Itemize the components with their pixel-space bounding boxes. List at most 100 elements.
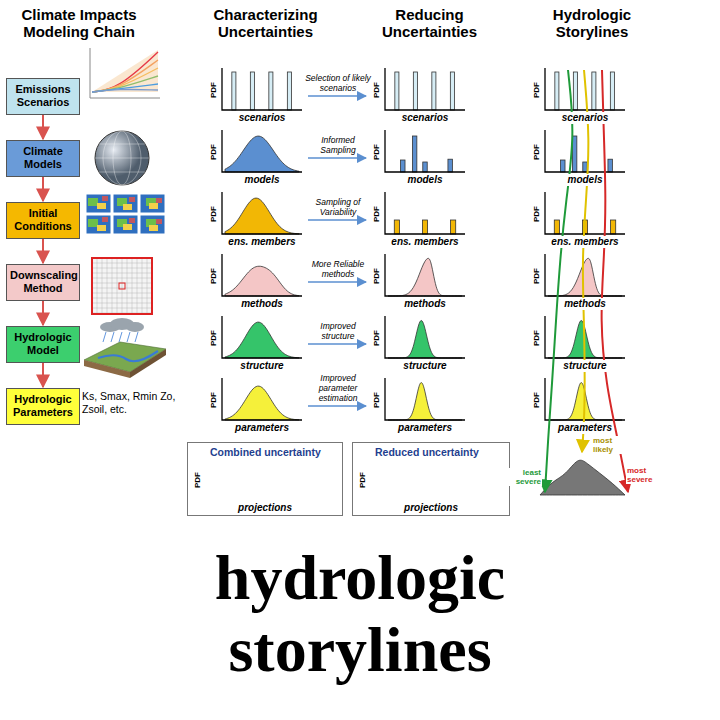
land-side — [84, 360, 130, 378]
grid-line — [92, 263, 152, 264]
map-patch — [156, 198, 162, 203]
grid-line — [142, 258, 143, 314]
rain — [127, 332, 130, 342]
map-tile — [140, 194, 165, 213]
axis-label: parameters — [557, 422, 613, 434]
map-ground — [86, 194, 111, 213]
box-label: Initial Conditions — [10, 207, 76, 233]
pdf-axes — [545, 130, 625, 172]
pdf-plot — [385, 316, 465, 358]
map-ground — [86, 215, 111, 234]
axis-label: projections — [238, 502, 292, 513]
pdf-bar — [448, 159, 452, 172]
grid-line — [147, 258, 148, 314]
axis-label: models — [566, 174, 603, 186]
axis-label: structure — [562, 360, 607, 372]
globe-parallel — [95, 158, 149, 159]
arrow-label: Improved parameter estimation — [305, 373, 371, 403]
map-tile — [86, 215, 111, 234]
grid-line — [92, 278, 152, 279]
pdf-bar — [422, 220, 427, 234]
grid-line — [107, 258, 108, 314]
storyline-label: most likely — [592, 436, 624, 454]
column-header: Reducing Uncertainties — [362, 6, 497, 40]
arrow-label: Informed Sampling — [305, 135, 371, 155]
pdf-curve — [225, 136, 299, 172]
land-side — [130, 349, 166, 378]
pdf-axes — [385, 378, 465, 420]
grid-line — [127, 258, 128, 314]
axis-label: PDF — [532, 268, 541, 284]
column-header: Hydrologic Storylines — [527, 6, 657, 40]
process-box: Hydrologic Model — [6, 326, 80, 363]
axis-label: PDF — [532, 82, 541, 98]
globe-picture — [95, 131, 149, 185]
chart-line — [92, 90, 158, 92]
grid-line — [112, 258, 113, 314]
pdf-curve — [388, 258, 462, 296]
arrow-label: Sampling of Variability — [305, 197, 371, 217]
storyline-path — [582, 70, 588, 452]
pdf-axes — [385, 254, 465, 296]
map-ground — [113, 215, 138, 234]
pdf-bar — [401, 160, 405, 172]
pdf-curve — [388, 383, 462, 420]
axis-label: models — [407, 174, 442, 186]
rain — [135, 332, 138, 342]
axis-label: PDF — [532, 144, 541, 160]
axis-label: PDF — [372, 82, 381, 98]
axis-label: PDF — [193, 472, 202, 488]
process-arrow — [308, 343, 366, 345]
chart-spread — [92, 50, 158, 92]
pdf-plot — [385, 192, 465, 234]
column-header: Characterizing Uncertainties — [193, 6, 338, 40]
grid-line — [122, 258, 123, 314]
axis-label: methods — [563, 298, 607, 310]
map-patch — [97, 225, 106, 231]
pdf-bar — [287, 72, 291, 110]
map-tile — [113, 215, 138, 234]
parameter-list: Ks, Smax, Rmin Zo, Zsoil, etc. — [82, 390, 182, 416]
cloud — [126, 322, 144, 332]
pdf-bar — [554, 220, 559, 234]
grid-line — [92, 298, 152, 299]
pdf-axes — [385, 130, 465, 172]
column-header: Climate Impacts Modeling Chain — [4, 6, 154, 40]
pdf-bar — [432, 72, 436, 110]
map-tile — [140, 215, 165, 234]
process-arrow — [308, 219, 366, 221]
grid-line — [102, 258, 103, 314]
pdf-curve — [225, 322, 299, 358]
pdf-axes — [385, 192, 465, 234]
process-arrow — [308, 405, 366, 407]
pdf-bar — [395, 72, 399, 110]
pdf-bar — [573, 72, 577, 110]
axis-label: ens. members — [228, 236, 295, 248]
flow-arrow — [42, 115, 44, 139]
map-patch — [123, 224, 132, 230]
pdf-plot — [385, 254, 465, 296]
pdf-bar — [269, 72, 273, 110]
axis-label: PDF — [372, 206, 381, 222]
storyline-distribution — [540, 460, 625, 495]
flow-arrow — [42, 239, 44, 263]
pdf-curve — [225, 266, 299, 296]
pdf-curve — [225, 386, 299, 420]
map-patch — [129, 197, 135, 202]
pdf-bar — [423, 162, 427, 172]
box-label: Hydrologic Model — [10, 331, 76, 357]
title: hydrologic storylines — [160, 542, 560, 686]
pdf-axes — [222, 130, 302, 172]
pdf-bar — [394, 220, 399, 234]
pdf-plot — [222, 130, 302, 172]
process-box: Downscaling Method — [6, 264, 80, 301]
grid-line — [137, 258, 138, 314]
axis-label: structure — [240, 360, 283, 372]
pdf-axes — [385, 68, 465, 110]
map-ground — [140, 194, 165, 213]
grid-line — [92, 273, 152, 274]
plot-panel: Reduced uncertaintyPDFprojections — [352, 442, 510, 516]
globe-parallel — [99, 172, 145, 173]
axis-label: PDF — [209, 206, 218, 222]
pdf-bar — [451, 220, 456, 234]
